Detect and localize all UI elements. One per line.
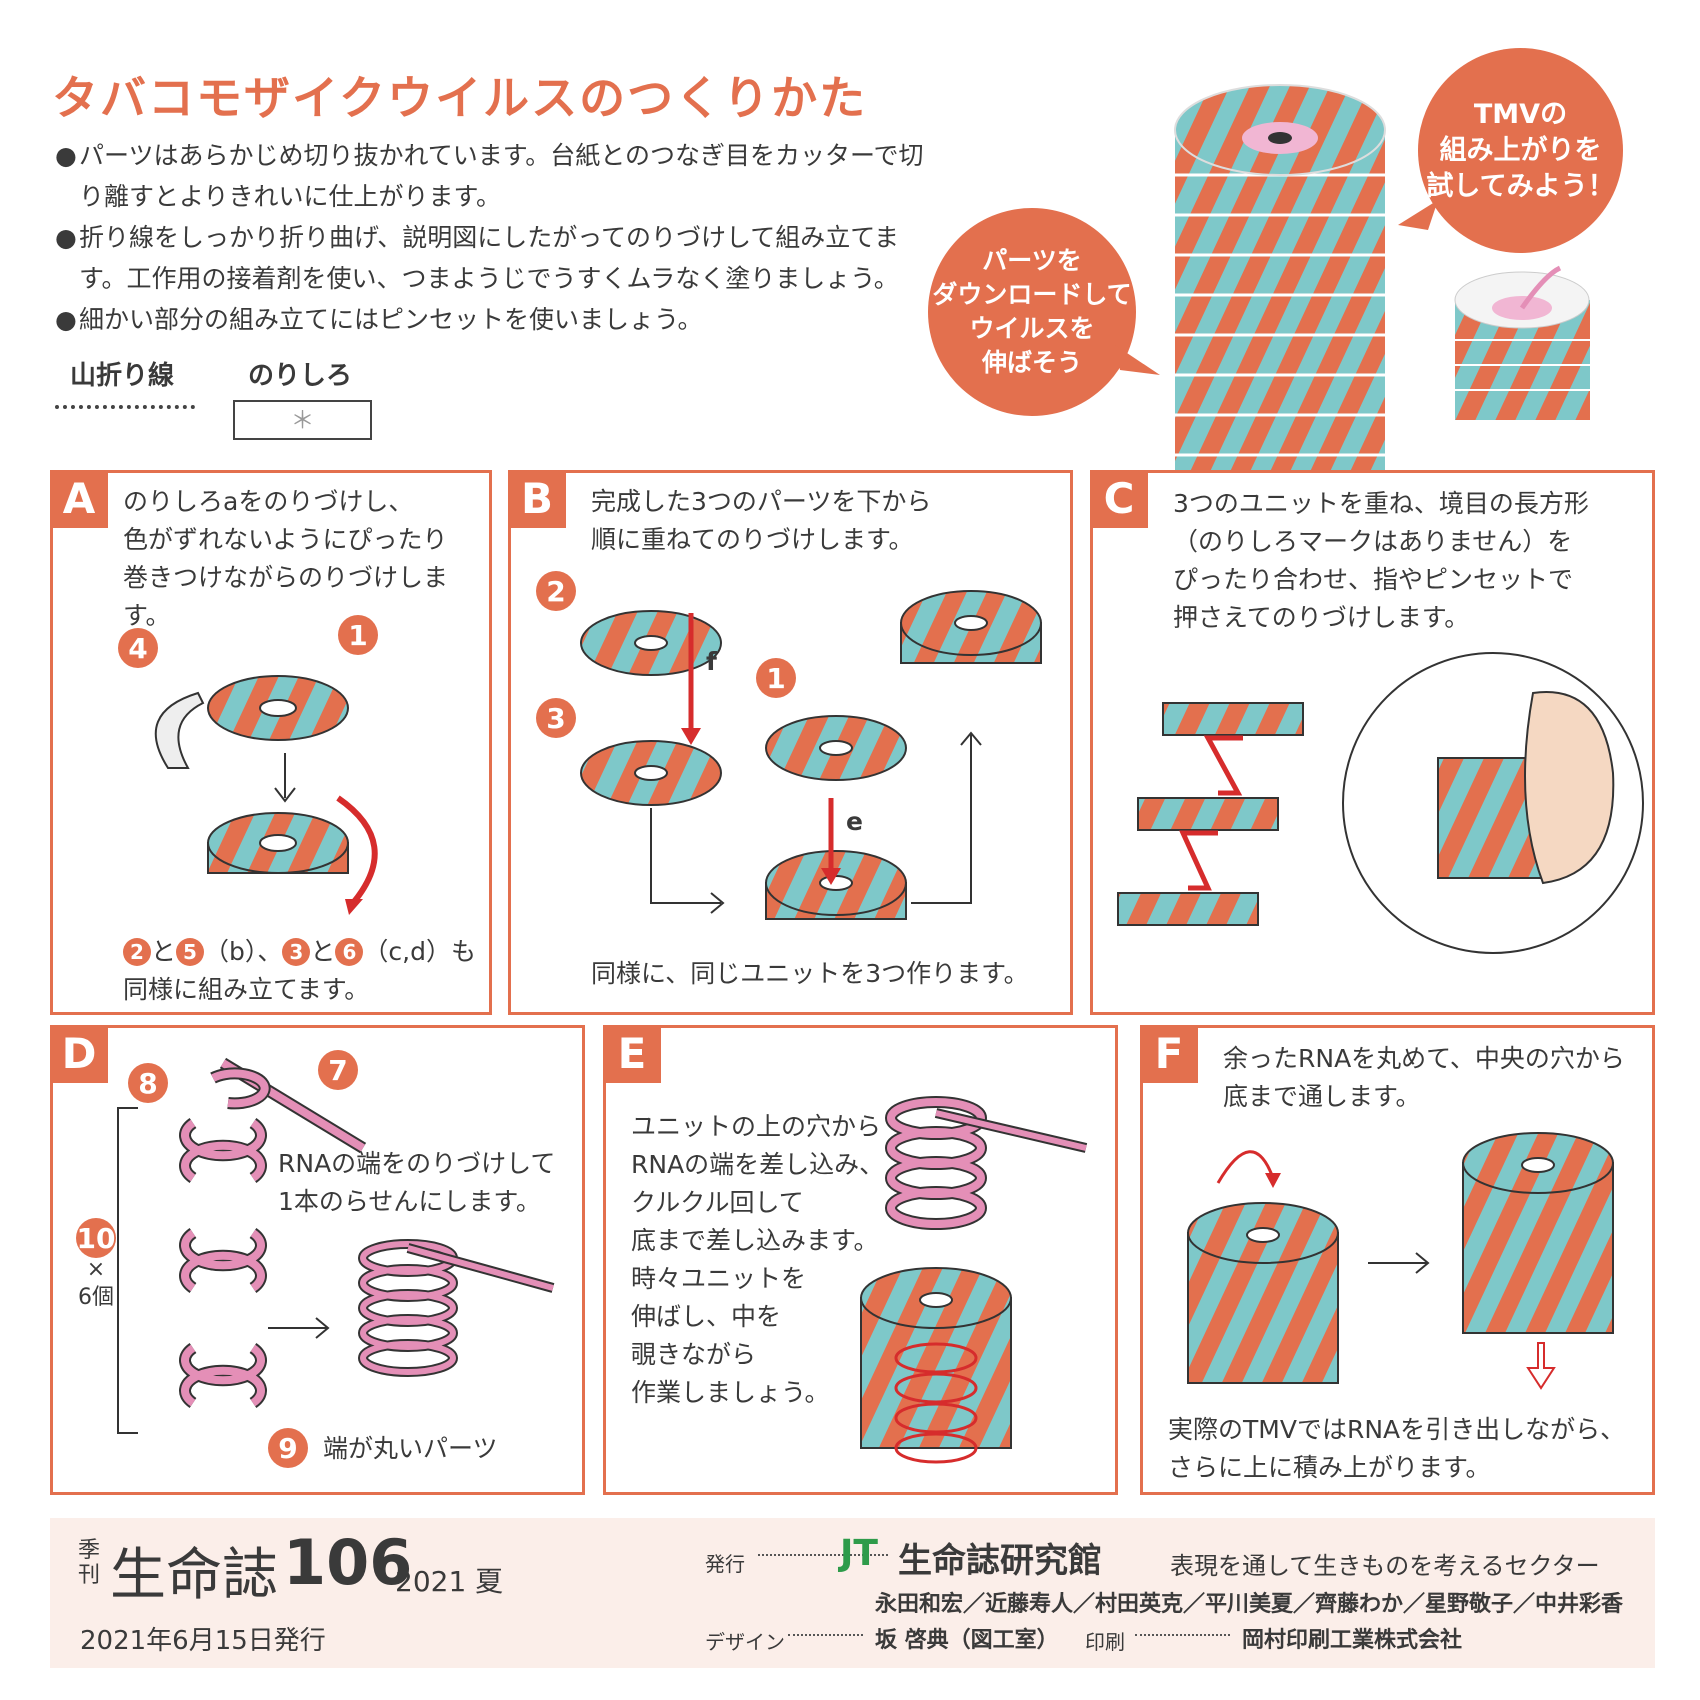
printer: 岡村印刷工業株式会社 (1242, 1628, 1463, 1653)
panel-b: B 完成した3つのパーツを下から 順に重ねてのりづけします。 2 3 1 f e… (508, 470, 1073, 1015)
panel-label: F (1140, 1025, 1198, 1083)
panel-note: 同様に組み立てます。 (123, 975, 370, 1004)
tagline: 表現を通して生きものを考えるセクター (1170, 1552, 1600, 1580)
panel-note: 端が丸いパーツ (323, 1434, 498, 1463)
dotted-leader (1135, 1634, 1230, 1636)
part-number: 9 (268, 1428, 308, 1468)
staff-members: 永田和宏／近藤寿人／村田英克／平川美夏／齊藤わか／星野敬子／中井彩香 (875, 1592, 1624, 1617)
bubble-tail (1115, 345, 1160, 375)
panel-note: 実際のTMVではRNAを引き出しながら、 さらに上に積み上がります。 (1168, 1415, 1626, 1482)
list-item: ●パーツはあらかじめ切り抜かれています。台紙とのつなぎ目をカッターで切り離すとよ… (55, 135, 935, 217)
page-title: タバコモザイクウイルスのつくりかた (52, 71, 868, 125)
part-number: 2 (536, 571, 576, 611)
panel-a: A のりしろaをのりづけし、 色がずれないようにぴったり 巻きつけながらのりづけ… (50, 470, 492, 1015)
part-number: 2 (123, 938, 151, 966)
panel-text: のりしろaをのりづけし、 色がずれないようにぴったり 巻きつけながらのりづけしま… (123, 487, 449, 630)
quarterly-ki: 季 (78, 1538, 101, 1563)
stacking-diagram (580, 590, 1042, 920)
panel-label: E (603, 1025, 661, 1083)
glue-letter: f (706, 647, 717, 676)
unit-alignment-diagram (1117, 652, 1644, 954)
panel-text: 3つのユニットを重ね、境目の長方形 （のりしろマークはありません）を ぴったり合… (1173, 489, 1589, 632)
download-bubble: パーツを ダウンロードして ウイルスを 伸ばそう (928, 208, 1136, 416)
bubble-tail (1398, 200, 1438, 230)
legend-mountain-fold-label: 山折り線 (70, 361, 175, 391)
note-text: （b）、 (204, 937, 283, 966)
insert-rna-diagram (860, 1096, 1088, 1464)
designer: 坂 啓典（図工室） (875, 1628, 1059, 1653)
bullet-icon: ● (55, 141, 77, 170)
note-text: （c,d）も (363, 937, 476, 966)
part-number: 6 (335, 938, 364, 966)
instructions-list: ●パーツはあらかじめ切り抜かれています。台紙とのつなぎ目をカッターで切り離すとよ… (55, 135, 935, 340)
legend-glue-label: のりしろ (248, 361, 353, 391)
panel-text: ユニットの上の穴から RNAの端を差し込み、 クルクル回して 底まで差し込みます… (631, 1112, 885, 1407)
panel-note: 同様に、同じユニットを3つ作ります。 (591, 959, 1029, 988)
publisher-name: 生命誌研究館 (898, 1541, 1102, 1581)
panel-label: A (50, 470, 108, 528)
design-label: デザイン (705, 1630, 785, 1654)
list-item: ●折り線をしっかり折り曲げ、説明図にしたがってのりづけして組み立てます。工作用の… (55, 217, 935, 299)
part-number: 1 (338, 615, 378, 655)
bullet-text: 折り線をしっかり折り曲げ、説明図にしたがってのりづけして組み立てます。工作用の接… (79, 223, 900, 293)
panel-label: C (1090, 470, 1148, 528)
bullet-icon: ● (55, 305, 77, 334)
issue-number: 106 (283, 1526, 413, 1599)
panel-label: B (508, 470, 566, 528)
panel-e: E ユニットの上の穴から RNAの端を差し込み、 クルクル回して 底まで差し込み… (603, 1025, 1118, 1495)
part-number: 10 (76, 1218, 116, 1258)
publisher-label: 発行 (705, 1552, 745, 1576)
glue-letter: e (846, 807, 863, 836)
glue-margin-box: ＊ (233, 400, 372, 440)
part-number: 3 (282, 938, 311, 966)
bullet-text: 細かい部分の組み立てにはピンセットを使いましょう。 (79, 305, 703, 334)
bullet-text: パーツはあらかじめ切り抜かれています。台紙とのつなぎ目をカッターで切り離すとより… (79, 141, 924, 211)
tmv-unit-photo (1454, 265, 1590, 420)
quarterly-kan: 刊 (78, 1563, 101, 1588)
panel-label: D (50, 1025, 108, 1083)
part-number: 7 (318, 1050, 358, 1090)
note-text: と (151, 937, 177, 966)
assembly-diagram (154, 675, 378, 915)
list-item: ●細かい部分の組み立てにはピンセットを使いましょう。 (55, 299, 935, 340)
rna-helix-diagram (117, 1057, 555, 1434)
bullet-icon: ● (55, 223, 77, 252)
issue-date: 2021年6月15日発行 (80, 1626, 326, 1656)
part-number: 1 (756, 658, 796, 698)
jt-logo: JT (840, 1533, 878, 1574)
panel-c: C 3つのユニットを重ね、境目の長方形 （のりしろマークはありません）を ぴった… (1090, 470, 1655, 1015)
part-number: 5 (176, 938, 205, 966)
dotted-leader (788, 1634, 863, 1636)
mountain-fold-line (55, 405, 195, 409)
panel-text: 完成した3つのパーツを下から 順に重ねてのりづけします。 (591, 487, 932, 554)
part-number: 8 (128, 1063, 168, 1103)
print-label: 印刷 (1085, 1630, 1125, 1654)
note-text: と (310, 937, 336, 966)
year-season: 2021 夏 (395, 1565, 504, 1598)
panel-text: 余ったRNAを丸めて、中央の穴から 底まで通します。 (1223, 1044, 1625, 1111)
part-number: 3 (536, 698, 576, 738)
footer: 季 刊 生命誌 106 2021 夏 2021年6月15日発行 発行 JT 生命… (50, 1518, 1655, 1668)
repeat-count: × 6個 (78, 1257, 114, 1310)
part-number: 4 (118, 628, 158, 668)
panel-d: D 8 7 10 × 6個 9 (50, 1025, 585, 1495)
tmv-model-photo (1174, 84, 1386, 470)
final-assembly-diagram (1187, 1132, 1614, 1390)
panel-text: RNAの端をのりづけして 1本のらせんにします。 (278, 1149, 556, 1216)
panel-f: F 余ったRNAを丸めて、中央の穴から 底まで通します。 実際のTMVではRNA… (1140, 1025, 1655, 1495)
magazine-name: 生命誌 (110, 1543, 278, 1608)
dotted-leader (758, 1554, 888, 1556)
try-bubble: TMVの 組み上がりを 試してみよう！ (1418, 48, 1623, 253)
